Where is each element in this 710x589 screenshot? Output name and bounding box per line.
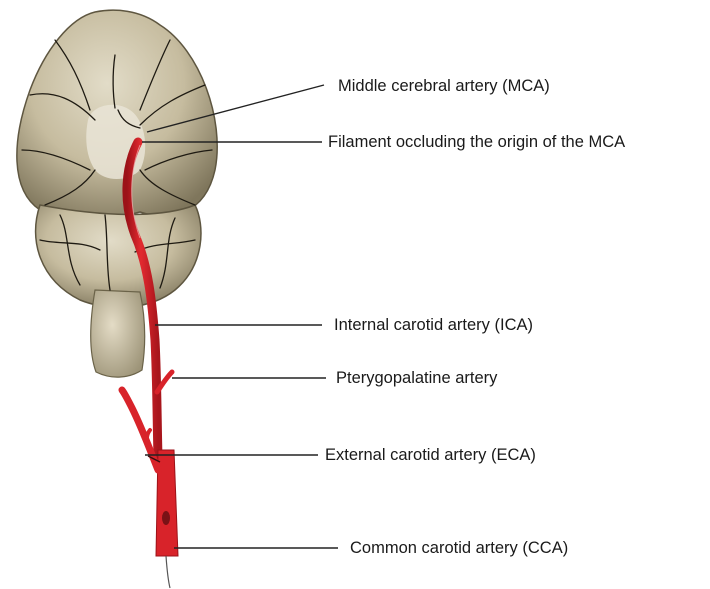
label-pterygopalatine: Pterygopalatine artery — [336, 368, 497, 388]
brainstem — [91, 290, 145, 377]
filament — [166, 556, 170, 588]
label-filament: Filament occluding the origin of the MCA — [328, 132, 625, 152]
filament-knot — [162, 511, 170, 525]
label-mca: Middle cerebral artery (MCA) — [338, 76, 550, 96]
label-ica: Internal carotid artery (ICA) — [334, 315, 533, 335]
label-eca: External carotid artery (ECA) — [325, 445, 536, 465]
label-cca: Common carotid artery (CCA) — [350, 538, 568, 558]
brain — [17, 10, 217, 377]
